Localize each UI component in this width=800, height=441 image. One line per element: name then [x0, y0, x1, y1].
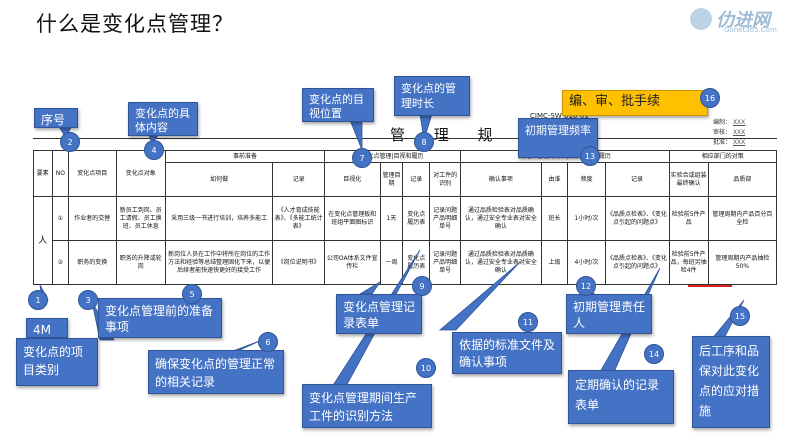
callout-4m: 4M [26, 318, 68, 338]
badge-16: 16 [700, 88, 720, 108]
callout-wip: 变化点管理期间生产工件的识别方法 [302, 384, 432, 428]
doc-meta-label: 审核： [713, 129, 732, 136]
header-confirm-record: 记录 [604, 162, 670, 197]
badge-13: 13 [580, 146, 600, 166]
cell-object: 职务的升降或轮岗 [115, 240, 167, 285]
doc-title-rule [33, 138, 777, 139]
cell-target: 公司OA体系文件宣传栏 [323, 240, 381, 285]
badge-15: 15 [730, 306, 750, 326]
badge-12: 12 [576, 276, 596, 296]
slide-title: 什么是变化点管理？ [36, 12, 234, 36]
doc-meta-row: 审核： XXX [713, 128, 745, 138]
badge-8: 8 [414, 132, 434, 152]
callout-content: 变化点的具体内容 [128, 102, 198, 136]
cell-confirm-record: 《品质点检表》、《变化点引起的问题点》 [604, 240, 670, 285]
doc-meta-value: XXX [732, 129, 746, 136]
header-item: 变化点项目 [68, 150, 117, 197]
badge-14: 14 [644, 344, 664, 364]
cell-dept-b: 管理周期内产品百分百全检 [707, 196, 778, 241]
callout-prep: 变化点管理前的准备事项 [98, 298, 222, 338]
doc-meta-row: 编制： XXX [713, 118, 745, 128]
doc-meta-row: 批准： XXX [713, 138, 745, 148]
callout-resp: 初期管理责任人 [566, 294, 652, 334]
badge-2: 2 [60, 132, 80, 152]
cell-freq: 1小时/次 [567, 196, 606, 241]
badge-9: 9 [412, 276, 432, 296]
badge-5: 5 [182, 284, 202, 304]
cell-record: 《人才育成技能表》、《多能工统计表》 [272, 196, 325, 241]
logo-mark-icon [690, 8, 712, 30]
logo-url: Gonet365.Com [724, 26, 777, 34]
callout-approve: 编、审、批手续 [562, 90, 708, 116]
header-dept-a: 实验合或组装最终确认 [668, 162, 709, 197]
cell-confirm: 通过品质检验表对品质确认，通过安全专业表对安全确认 [460, 240, 542, 285]
logo-name: 仂进网 [716, 10, 770, 31]
change-point-table: 要素 NO 变化点项目 变化点对象 事前准备 变化点管理|目视和履历 变化点管理… [33, 150, 778, 285]
element-value: 人 [33, 196, 53, 285]
doc-number: CIMC-SW-016-01 [530, 112, 589, 120]
cell-wip: 记录问题产品明细单号 [429, 196, 462, 241]
table-row: ② 职务的变换 职务的升降或轮岗 新岗位人员在工作中将所在岗位的工作方法和经验等… [34, 240, 778, 285]
doc-meta: 编制： XXX 审核： XXX 批准： XXX [713, 118, 745, 148]
doc-meta-label: 批准： [713, 139, 732, 146]
cell-wip: 记录问题产品明细单号 [429, 240, 462, 285]
header-by: 由谁 [540, 162, 569, 197]
callout-seq: 序号 [34, 108, 78, 128]
callout-normal: 确保变化点的管理正常的相关记录 [148, 350, 284, 394]
doc-number-value: CIMC-SW-016-01 [530, 112, 589, 120]
header-mgmt-record: 记录 [402, 162, 431, 197]
site-logo: 仂进网 Gonet365.Com [690, 6, 794, 36]
callout-time: 变化点的管理时长 [394, 76, 470, 116]
callout-after: 后工序和品保对此变化点的应对措施 [692, 336, 770, 428]
doc-meta-value: XXX [732, 139, 746, 146]
header-confirm: 确认事项 [460, 162, 542, 197]
badge-10: 10 [416, 358, 436, 378]
cell-item: 作业者的交替 [68, 196, 117, 241]
badge-3: 3 [78, 290, 98, 310]
badge-6: 6 [258, 332, 278, 352]
badge-4: 4 [144, 140, 164, 160]
callout-visual: 变化点的目视位置 [302, 88, 374, 122]
callout-record: 变化点管理记录表单 [336, 294, 422, 334]
cell-dept-b: 管理周期内产品抽检50% [707, 240, 778, 285]
table-row: 人 ① 作业者的交替 新员工到岗、员工请假、员工换班、员工休息 采用三级一书进行… [33, 196, 778, 285]
badge-11: 11 [518, 312, 538, 332]
doc-meta-value: XXX [732, 119, 746, 126]
callout-regular: 定期确认的记录表单 [568, 370, 674, 424]
callout-type: 变化点的项目类别 [16, 338, 98, 386]
underline-highlight [688, 285, 732, 287]
cell-dept-a: 检验前5件产品，每班另抽检4件 [668, 240, 709, 285]
cell-item: 职务的变换 [68, 240, 117, 285]
header-element: 要素 [33, 150, 53, 197]
badge-7: 7 [352, 148, 372, 168]
callout-std: 依据的标准文件及确认事项 [452, 332, 562, 374]
badge-1: 1 [28, 290, 48, 310]
cell-dept-a: 检验前5件产品 [668, 196, 709, 241]
cell-how: 新岗位人员在工作中将所在岗位的工作方法和经验等总结整理固化下来，以便后续者能快速… [165, 240, 274, 285]
cell-by: 上级 [540, 240, 569, 285]
cell-confirm-record: 《品质点检表》、《变化点引起的问题点》 [604, 196, 670, 241]
doc-meta-label: 编制： [713, 119, 732, 126]
